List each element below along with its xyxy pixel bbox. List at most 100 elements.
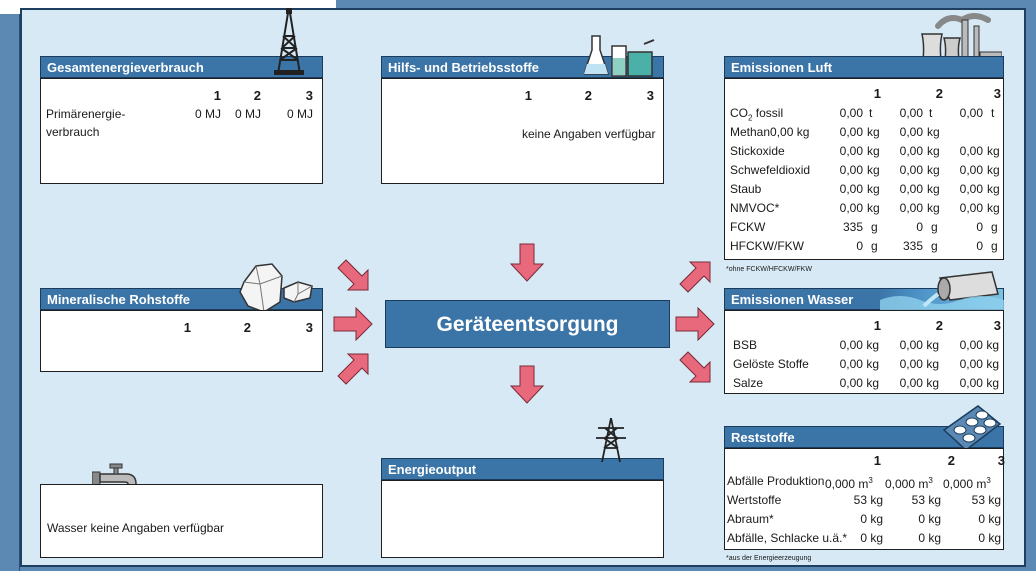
central-title: Geräteentsorgung bbox=[436, 313, 619, 336]
value-text: 0,000 m bbox=[825, 477, 869, 491]
col-number: 1 bbox=[524, 88, 532, 103]
residues-box: 1 2 3 Abfälle Produktion 0,000 m3 0,000 … bbox=[724, 448, 1005, 550]
value-cell: 0,00 kg bbox=[899, 357, 939, 371]
unit-cell: kg bbox=[927, 144, 940, 158]
col-number: 1 bbox=[873, 453, 881, 468]
water-box: Wasser keine Angaben verfügbar bbox=[40, 484, 323, 558]
value-cell: 0,00 bbox=[839, 125, 863, 139]
value-cell: 0,00 kg bbox=[959, 376, 999, 390]
value-cell: 0,000 m3 bbox=[943, 473, 991, 492]
arrow-residues-diagonal-down bbox=[679, 351, 711, 383]
arrow-auxiliary-down bbox=[509, 243, 545, 282]
lab-flasks-icon bbox=[584, 35, 655, 77]
unit-cell: g bbox=[931, 220, 938, 234]
value-cell: 53 kg bbox=[853, 493, 883, 507]
value-cell: 0,00 bbox=[839, 182, 863, 196]
unit-cell: t bbox=[929, 106, 933, 120]
energy-output-box bbox=[381, 480, 664, 558]
value-cell: 0 bbox=[976, 220, 983, 234]
value-cell: 0,00 kg bbox=[959, 338, 999, 352]
minerals-box: 1 2 3 bbox=[40, 310, 323, 372]
arrow-water-emissions-right bbox=[675, 306, 715, 342]
unit-cell: t bbox=[991, 106, 995, 120]
value-cell: 0,000 m3 bbox=[825, 473, 873, 492]
co2-text: CO bbox=[730, 106, 748, 120]
air-emissions-box: 1 2 3 CO2 fossil 0,00 t 0,00 t 0,00 t Me… bbox=[724, 78, 1004, 260]
col-number: 1 bbox=[213, 88, 221, 103]
water-row: Salze 0,00 kg 0,00 kg 0,00 kg bbox=[725, 375, 1003, 391]
row-label: Gelöste Stoffe bbox=[733, 357, 809, 371]
col-number: 2 bbox=[243, 320, 251, 335]
row-label: Schwefeldioxid bbox=[730, 163, 811, 177]
residue-row: Wertstoffe 53 kg 53 kg 53 kg bbox=[725, 492, 1003, 508]
oil-derrick-icon bbox=[274, 8, 304, 75]
value-cell: 0,00 kg bbox=[839, 376, 879, 390]
value-cell: 0 kg bbox=[860, 512, 883, 526]
unit-cell: g bbox=[931, 239, 938, 253]
unit-cell: g bbox=[991, 239, 998, 253]
row-label: NMVOC* bbox=[730, 201, 780, 215]
value-cell: 0,00 bbox=[959, 201, 983, 215]
energy-output-header: Energieoutput bbox=[381, 458, 664, 480]
col-number: 3 bbox=[993, 318, 1001, 333]
col-number: 3 bbox=[993, 86, 1001, 101]
col-number: 2 bbox=[253, 88, 261, 103]
air-row: Methan0,00 kg 0,00 kg 0,00 kg bbox=[725, 124, 1003, 140]
air-row: Schwefeldioxid 0,00 kg 0,00 kg 0,00 kg bbox=[725, 162, 1003, 178]
value-cell: 0 MJ bbox=[194, 107, 221, 121]
value-cell: 0 kg bbox=[918, 531, 941, 545]
row-label: FCKW bbox=[730, 220, 766, 234]
value-cell: 0,00 kg bbox=[899, 376, 939, 390]
col-number: 2 bbox=[935, 318, 943, 333]
unit-cell: kg bbox=[867, 163, 880, 177]
row-label: Methan0,00 kg bbox=[730, 125, 810, 139]
unit-cell: kg bbox=[867, 182, 880, 196]
water-emissions-box: 1 2 3 BSB 0,00 kg 0,00 kg 0,00 kg Gelöst… bbox=[724, 310, 1004, 394]
value-cell: 0,00 kg bbox=[899, 338, 939, 352]
air-row: Stickoxide 0,00 kg 0,00 kg 0,00 kg bbox=[725, 143, 1003, 159]
row-label: Stickoxide bbox=[730, 144, 785, 158]
arrow-water-diagonal-up bbox=[337, 353, 369, 385]
row-label: Abfälle Produktion bbox=[727, 474, 825, 488]
unit-cell: kg bbox=[867, 125, 880, 139]
col-number: 3 bbox=[997, 453, 1005, 468]
arrow-output-down bbox=[509, 365, 545, 404]
row-label: Primärenergie- bbox=[46, 107, 126, 121]
rock-icon bbox=[239, 263, 313, 313]
value-cell: 0 kg bbox=[978, 512, 1001, 526]
value-cell: 0 bbox=[976, 239, 983, 253]
value-cell: 0 kg bbox=[918, 512, 941, 526]
cubic-superscript: 3 bbox=[928, 476, 933, 485]
value-cell: 0,00 bbox=[899, 182, 923, 196]
value-cell: 0,00 bbox=[959, 182, 983, 196]
central-process-box: Geräteentsorgung bbox=[385, 300, 670, 348]
energy-output-title: Energieoutput bbox=[388, 462, 477, 477]
arrow-minerals-diagonal-down bbox=[337, 259, 369, 291]
unit-cell: t bbox=[869, 106, 873, 120]
unit-cell: g bbox=[991, 220, 998, 234]
value-cell: 0,00 bbox=[899, 163, 923, 177]
air-footnote: *ohne FCKW/HFCKW/FKW bbox=[726, 266, 812, 273]
pellet-tray-icon bbox=[942, 405, 1002, 451]
residue-row: Abfälle Produktion 0,000 m3 0,000 m3 0,0… bbox=[725, 473, 1003, 492]
energy-consumption-header: Gesamtenergieverbrauch bbox=[40, 56, 323, 78]
value-cell: 0 MJ bbox=[234, 107, 261, 121]
col-number: 2 bbox=[935, 86, 943, 101]
unit-cell: kg bbox=[927, 125, 940, 139]
water-note: Wasser keine Angaben verfügbar bbox=[47, 521, 224, 535]
energy-consumption-title: Gesamtenergieverbrauch bbox=[47, 60, 204, 75]
value-cell: 0,00 bbox=[959, 106, 983, 120]
water-row: BSB 0,00 kg 0,00 kg 0,00 kg bbox=[725, 337, 1003, 353]
value-cell: 0,00 bbox=[899, 201, 923, 215]
unit-cell: kg bbox=[867, 144, 880, 158]
unit-cell: kg bbox=[987, 201, 1000, 215]
residues-title: Reststoffe bbox=[731, 430, 795, 445]
col-number: 3 bbox=[646, 88, 654, 103]
unit-cell: kg bbox=[927, 182, 940, 196]
value-cell: 0 kg bbox=[978, 531, 1001, 545]
col-number: 1 bbox=[873, 86, 881, 101]
row-label: Abfälle, Schlacke u.ä.* bbox=[727, 531, 848, 545]
col-number: 1 bbox=[183, 320, 191, 335]
value-cell: 0,00 bbox=[839, 163, 863, 177]
value-cell: 0 MJ bbox=[286, 107, 313, 121]
